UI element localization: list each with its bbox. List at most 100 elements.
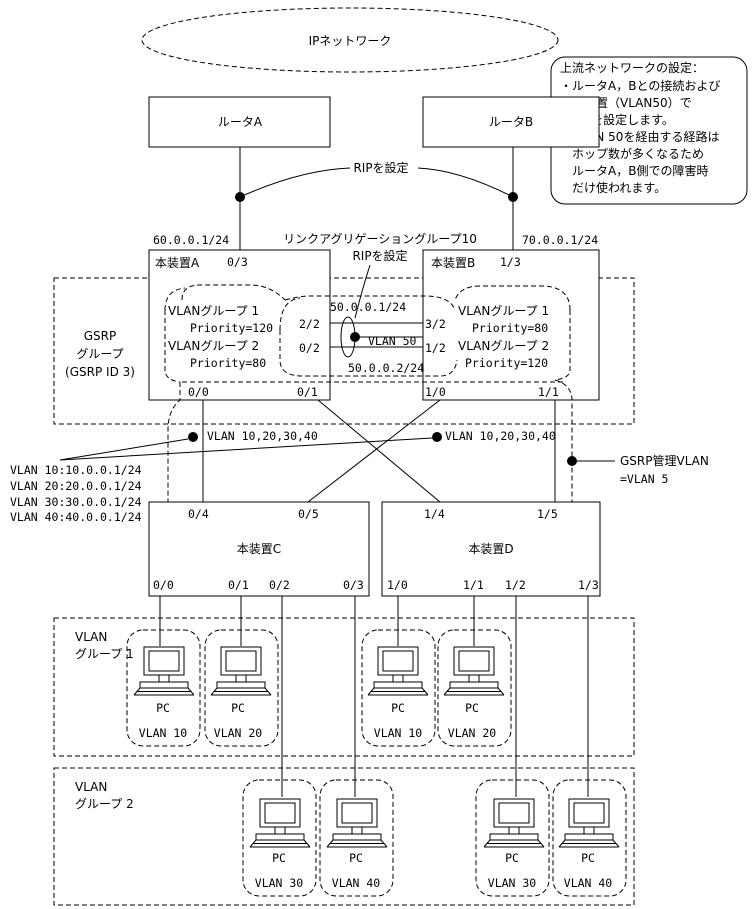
device-a-port-02: 0/2 — [299, 341, 320, 355]
svg-text:VLAN 30: VLAN 30 — [488, 876, 537, 890]
gsrp-mgmt-vlan: =VLAN 5 — [620, 472, 668, 486]
router-a-label: ルータA — [218, 115, 263, 129]
pc-group1-4: PC VLAN 20 — [437, 596, 512, 747]
device-b-vg2: VLANグループ 2 — [458, 339, 549, 353]
device-b-uplink-ip: 70.0.0.1/24 — [522, 233, 598, 247]
svg-text:PC: PC — [349, 851, 363, 865]
device-c-name: 本装置C — [237, 542, 281, 556]
vlan-ip-list: VLAN 10:10.0.0.1/24 VLAN 20:20.0.0.1/24 … — [10, 463, 142, 524]
pc-group1-1: PC VLAN 10 — [126, 596, 201, 747]
pc-group1-3: PC VLAN 10 — [361, 596, 436, 747]
svg-text:PC: PC — [391, 701, 405, 715]
svg-text:PC: PC — [581, 851, 595, 865]
svg-text:だけ使われます。: だけ使われます。 — [560, 180, 666, 195]
svg-text:VLAN 30: VLAN 30 — [255, 876, 304, 890]
device-a-name: 本装置A — [155, 256, 200, 270]
ip-network-cloud — [141, 7, 559, 73]
device-d-port-15: 1/5 — [537, 507, 558, 521]
device-b — [422, 249, 600, 401]
svg-text:ルータA，B側での障害時: ルータA，B側での障害時 — [560, 163, 708, 178]
svg-text:VLAN 20: VLAN 20 — [448, 726, 497, 740]
vlan-group2-label-1: VLAN — [75, 780, 107, 794]
device-b-vg1: VLANグループ 1 — [458, 304, 549, 318]
device-a-vg2-priority: Priority=80 — [190, 356, 266, 370]
svg-text:PC: PC — [505, 851, 519, 865]
svg-text:PC: PC — [465, 701, 479, 715]
device-d-port-12: 1/2 — [505, 578, 526, 592]
router-b-label: ルータB — [489, 115, 533, 129]
svg-text:上流ネットワークの設定：: 上流ネットワークの設定： — [560, 60, 704, 75]
device-a-port-01: 0/1 — [297, 385, 318, 399]
device-c-port-01: 0/1 — [228, 578, 249, 592]
vlan50-label: VLAN 50 — [368, 334, 417, 348]
svg-text:PC: PC — [231, 701, 245, 715]
vlan-trunk-a-label: VLAN 10,20,30,40 — [207, 429, 318, 443]
router-a — [148, 96, 331, 148]
svg-text:GSRP: GSRP — [84, 329, 117, 343]
device-a — [148, 249, 331, 401]
gsrp-group-frame — [53, 277, 635, 425]
gsrp-mgmt-dot — [567, 456, 577, 466]
vlan-group1-label-2: グループ 1 — [75, 647, 134, 661]
device-b-port-32: 3/2 — [425, 317, 446, 331]
device-a-uplink-ip: 60.0.0.1/24 — [153, 233, 229, 247]
vlan-group1-frame — [53, 617, 635, 757]
vlan-group2-frame — [53, 767, 635, 906]
vlan-trunk-dot-b — [432, 432, 442, 442]
device-b-port-12: 1/2 — [425, 341, 446, 355]
device-b-vg1-priority: Priority=80 — [472, 321, 548, 335]
pc-group2-1: PC VLAN 30 — [242, 596, 317, 897]
pc-group1-2: PC VLAN 20 — [204, 596, 279, 747]
device-d — [381, 501, 601, 597]
svg-text:VLAN 30:30.0.0.1/24: VLAN 30:30.0.0.1/24 — [10, 495, 142, 509]
pc-group2-3: PC VLAN 30 — [475, 596, 550, 897]
device-a-vg1-priority: Priority=120 — [190, 321, 273, 335]
vlan-group1-label-1: VLAN — [75, 630, 107, 644]
pc-group2-4: PC VLAN 40 — [552, 596, 627, 897]
svg-text:VLAN 10:10.0.0.1/24: VLAN 10:10.0.0.1/24 — [10, 463, 142, 477]
svg-text:PC: PC — [272, 851, 286, 865]
svg-text:PC: PC — [156, 701, 170, 715]
svg-text:VLAN 20:20.0.0.1/24: VLAN 20:20.0.0.1/24 — [10, 479, 142, 493]
device-b-port-13: 1/3 — [500, 255, 521, 269]
device-d-port-11: 1/1 — [463, 578, 484, 592]
svg-text:VLAN 40:40.0.0.1/24: VLAN 40:40.0.0.1/24 — [10, 510, 142, 524]
upstream-note: 上流ネットワークの設定： ・ルータA，Bとの接続および 本装置（VLAN50）で… — [560, 60, 720, 195]
device-a-port-00: 0/0 — [188, 385, 209, 399]
svg-text:VLAN 10: VLAN 10 — [139, 726, 188, 740]
pc-group2-2: PC VLAN 40 — [319, 596, 394, 897]
device-b-port-10: 1/0 — [425, 385, 446, 399]
device-d-port-10: 1/0 — [387, 578, 408, 592]
device-c-port-04: 0/4 — [188, 507, 209, 521]
link-agg-rip: RIPを設定 — [352, 248, 407, 263]
ip-network-label: IPネットワーク — [309, 34, 392, 48]
svg-text:・VLAN 50を経由する経路は: ・VLAN 50を経由する経路は — [560, 129, 719, 144]
device-a-vg1: VLANグループ 1 — [168, 304, 259, 318]
device-b-name: 本装置B — [431, 256, 475, 270]
device-c-port-00: 0/0 — [153, 578, 174, 592]
vlan50-ip-a: 50.0.0.1/24 — [330, 300, 406, 314]
svg-text:VLAN 40: VLAN 40 — [332, 876, 381, 890]
svg-text:VLAN 40: VLAN 40 — [564, 876, 613, 890]
vlan50-dot — [350, 332, 360, 342]
link-agg-label: リンクアグリゲーショングループ10 — [283, 232, 477, 246]
vlan-trunk-dot-a — [188, 432, 198, 442]
device-c-port-05: 0/5 — [298, 507, 319, 521]
device-d-port-14: 1/4 — [424, 507, 445, 521]
device-a-vg2: VLANグループ 2 — [168, 339, 259, 353]
svg-text:・ルータA，Bとの接続および: ・ルータA，Bとの接続および — [560, 78, 720, 93]
router-b — [422, 96, 600, 148]
device-d-port-13: 1/3 — [578, 578, 599, 592]
vlan50-ip-b: 50.0.0.2/24 — [348, 361, 424, 375]
svg-text:VLAN 20: VLAN 20 — [214, 726, 263, 740]
svg-text:(GSRP ID 3): (GSRP ID 3) — [65, 365, 135, 379]
device-c — [148, 501, 370, 597]
device-c-port-03: 0/3 — [343, 578, 364, 592]
device-b-vg2-priority: Priority=120 — [465, 356, 548, 370]
svg-text:ホップ数が多くなるため: ホップ数が多くなるため — [560, 146, 704, 161]
vlan-group2-label-2: グループ 2 — [75, 797, 134, 811]
gsrp-mgmt-label: GSRP管理VLAN — [620, 453, 709, 468]
device-b-port-11: 1/1 — [538, 385, 559, 399]
device-a-port-22: 2/2 — [299, 317, 320, 331]
